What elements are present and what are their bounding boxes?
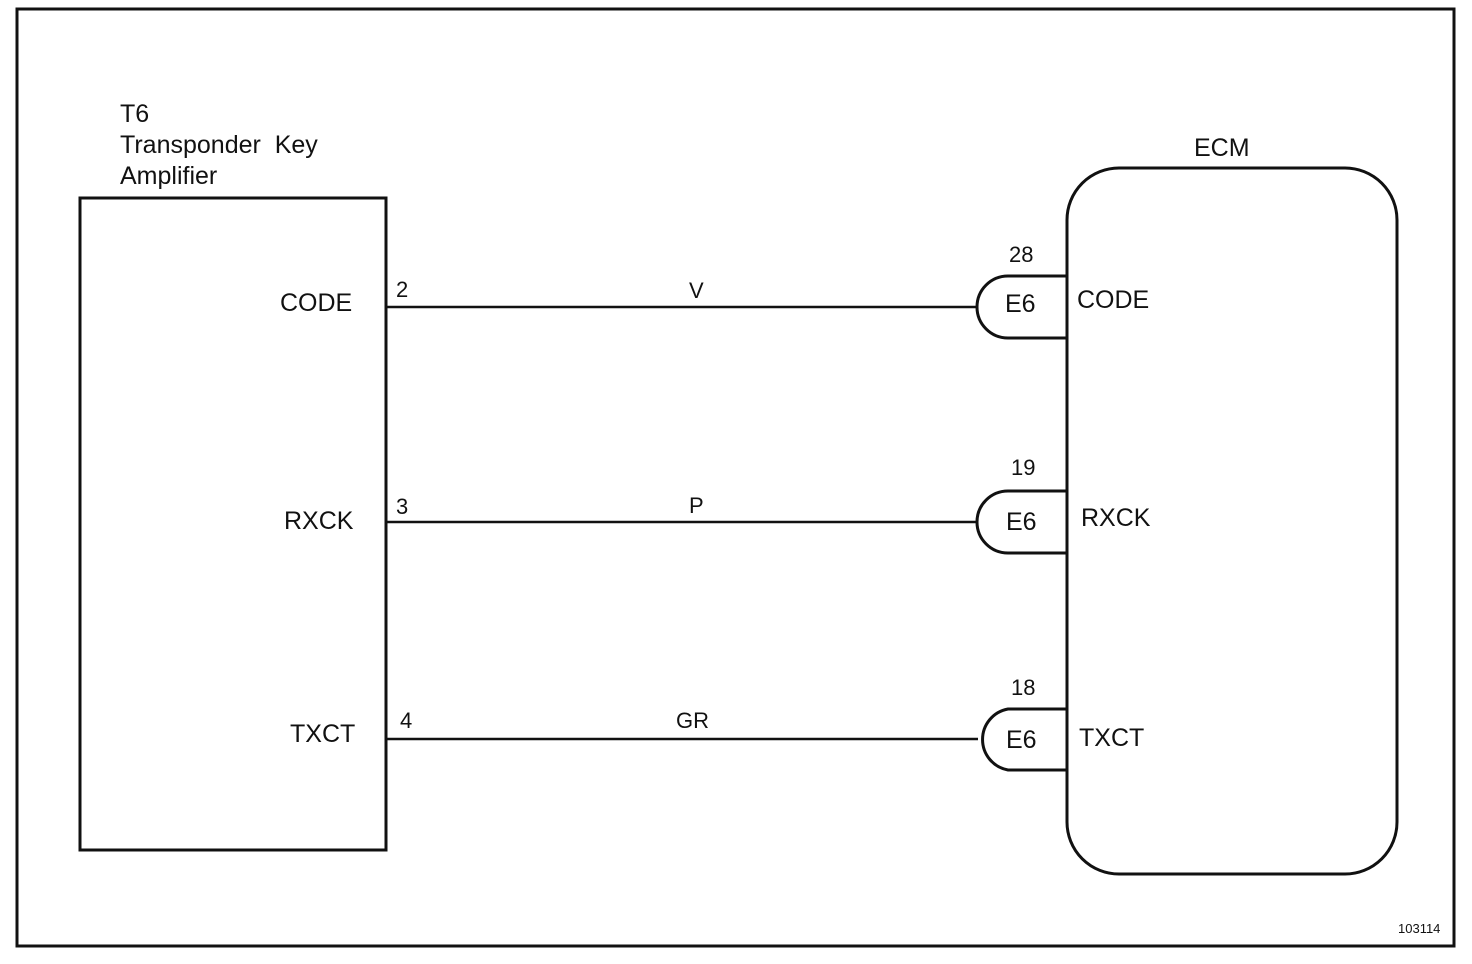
amp-terminal-rxck: RXCK xyxy=(284,507,354,535)
amp-pin-3: 3 xyxy=(396,494,408,519)
wire-code: CODE 2 V 28 E6 CODE xyxy=(280,242,1149,340)
ecm-pin-18: 18 xyxy=(1011,675,1035,700)
amp-pin-4: 4 xyxy=(400,708,412,733)
wire-color-gr: GR xyxy=(676,708,709,733)
ecm-title: ECM xyxy=(1194,134,1250,162)
amp-terminal-txct: TXCT xyxy=(290,720,355,748)
amp-pin-2: 2 xyxy=(396,277,408,302)
amplifier-title-line3: Amplifier xyxy=(120,162,217,190)
ecm-terminal-rxck: RXCK xyxy=(1081,504,1151,532)
ecm-terminal-txct: TXCT xyxy=(1079,724,1144,752)
connector-e6-code xyxy=(975,274,1067,340)
amplifier-box xyxy=(78,196,388,852)
amp-terminal-code: CODE xyxy=(280,289,352,317)
figure-id: 103114 xyxy=(1398,921,1440,936)
wire-txct: TXCT 4 GR 18 E6 TXCT xyxy=(290,675,1144,772)
ecm-pin-28: 28 xyxy=(1009,242,1033,267)
amplifier-title-line1: T6 xyxy=(120,100,149,128)
wire-color-p: P xyxy=(689,493,704,518)
diagram-frame xyxy=(15,7,1456,948)
connector-label-e6-rxck: E6 xyxy=(1006,508,1037,536)
connector-label-e6-txct: E6 xyxy=(1006,726,1037,754)
ecm-terminal-code: CODE xyxy=(1077,286,1149,314)
wire-rxck: RXCK 3 P 19 E6 RXCK xyxy=(284,455,1151,555)
connector-e6-txct xyxy=(981,707,1067,772)
connector-e6-rxck xyxy=(975,489,1067,555)
connector-label-e6-code: E6 xyxy=(1005,290,1036,318)
ecm-box xyxy=(1065,166,1399,876)
ecm-pin-19: 19 xyxy=(1011,455,1035,480)
amplifier-title-line2: Transponder Key xyxy=(120,131,318,159)
wire-color-v: V xyxy=(689,278,704,303)
